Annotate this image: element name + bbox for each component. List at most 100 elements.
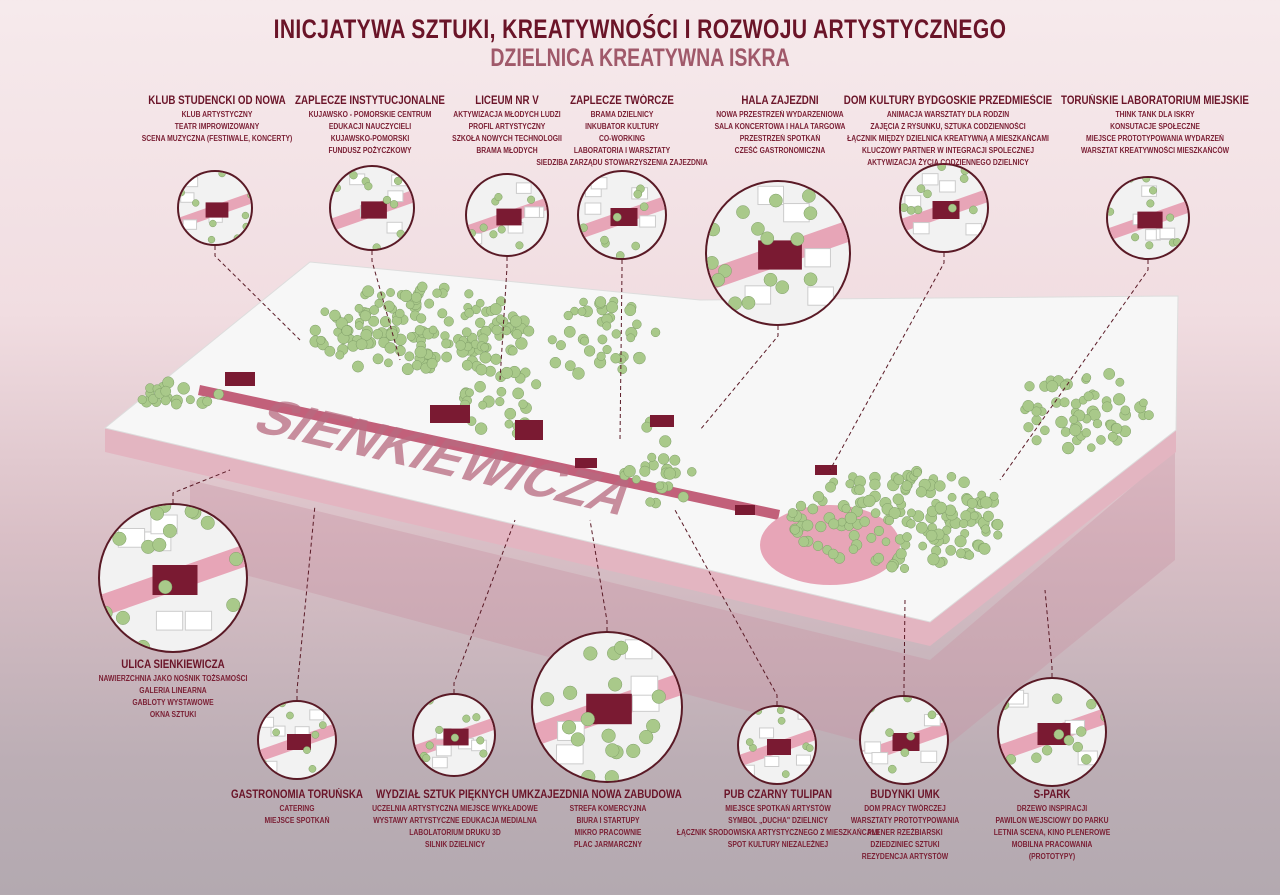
place-title: LICEUM NR V <box>475 95 539 107</box>
tree <box>564 360 576 372</box>
tree <box>320 307 330 317</box>
tree <box>812 540 824 551</box>
place-function: DRZEWO INSPIRACJI <box>1016 804 1088 813</box>
place-function: PRZESTRZEŃ SPOTKAŃ <box>739 134 821 143</box>
tree <box>324 345 336 357</box>
highlighted-building <box>650 415 674 427</box>
tree <box>395 345 406 356</box>
tree <box>563 325 576 338</box>
place-function: SIEDZIBA ZARZĄDU STOWARZYSZENIA ZAJEZDNI… <box>536 158 708 167</box>
tree <box>583 345 596 357</box>
tree <box>901 480 913 491</box>
tree <box>888 507 901 520</box>
tree <box>523 325 535 337</box>
tree <box>515 337 528 350</box>
tree <box>405 300 415 310</box>
tree <box>443 316 454 327</box>
tree <box>465 388 474 398</box>
tree <box>437 308 448 319</box>
place-title: HALA ZAJEZDNI <box>741 95 819 107</box>
tree <box>978 542 991 555</box>
connector-line <box>619 260 623 441</box>
place-function: LABORATORIA I WARSZTATY <box>573 146 671 155</box>
tree <box>549 356 562 369</box>
tree <box>401 363 414 376</box>
tree-clusters <box>137 281 1154 574</box>
place-function: CATERING <box>279 804 315 813</box>
place-function: SPOT KULTURY NIEZALEŻNEJ <box>727 840 829 849</box>
tree <box>355 338 368 351</box>
place-function: FUNDUSZ POŻYCZKOWY <box>328 146 412 155</box>
tree <box>441 351 452 363</box>
tree <box>480 343 489 352</box>
tree <box>1120 405 1131 416</box>
tree <box>895 548 907 560</box>
tree <box>969 511 979 521</box>
tree <box>677 491 689 503</box>
tree <box>881 537 891 547</box>
tree <box>645 497 655 507</box>
tree <box>902 532 912 542</box>
tree <box>624 304 637 317</box>
tree <box>946 471 957 482</box>
tree <box>511 329 523 340</box>
tree <box>202 396 213 407</box>
tree <box>866 532 877 543</box>
tree <box>171 398 182 410</box>
tree <box>512 387 525 400</box>
tree <box>1069 415 1078 424</box>
tree <box>1101 401 1113 413</box>
place-title: S-PARK <box>1033 789 1071 801</box>
tree <box>964 550 975 560</box>
tree <box>455 340 466 351</box>
connector-line <box>296 504 316 700</box>
place-function: OKNA SZTUKI <box>149 710 197 719</box>
tree <box>1143 410 1154 421</box>
zoom-circle-10 <box>531 631 683 783</box>
zoom-circle-7 <box>98 503 248 653</box>
tree <box>869 478 881 491</box>
tree <box>925 529 938 542</box>
tree <box>657 453 670 465</box>
place-function: SZKOŁA NOWYCH TECHNOLOGII <box>452 134 562 143</box>
tree <box>384 342 396 354</box>
tree <box>411 292 422 303</box>
place-title: ZAPLECZE INSTYTUCJONALNE <box>295 95 445 107</box>
tree <box>954 535 967 548</box>
tree <box>518 399 528 409</box>
tree <box>504 407 517 420</box>
place-function: CZEŚĆ GASTRONOMICZNA <box>734 146 826 155</box>
tree <box>915 521 928 534</box>
place-title: KLUB STUDENCKI OD NOWA <box>148 95 286 107</box>
place-function: ŁĄCZNIK MIĘDZY DZIELNICA KREATYWNĄ A MIE… <box>847 134 1049 143</box>
tree <box>137 395 147 405</box>
place-function: THINK TANK DLA ISKRY <box>1115 110 1195 119</box>
place-function: AKTYWIZACJA ŻYCIA CODZIENNEGO DZIELNICY <box>867 158 1029 167</box>
tree <box>841 504 851 514</box>
tree <box>341 325 353 336</box>
tree <box>417 281 428 292</box>
place-function: LABOLATORIUM DRUKU 3D <box>409 828 501 837</box>
place-function: AKTYWIZACJA MŁODYCH LUDZI <box>453 110 561 119</box>
tree <box>632 475 641 484</box>
tree <box>597 334 608 345</box>
connector-line <box>999 260 1149 481</box>
tree <box>441 338 452 349</box>
place-title: DOM KULTURY BYDGOSKIE PRZEDMIEŚCIE <box>843 95 1053 107</box>
zoom-circle-2 <box>465 173 549 257</box>
tree <box>563 310 573 321</box>
tree <box>884 515 895 526</box>
zoom-circle-12 <box>859 695 949 785</box>
tree <box>508 346 518 356</box>
tree <box>655 481 665 491</box>
place-function: KLUCZOWY PARTNER W INTEGRACJI SPOLECZNEJ <box>861 146 1035 155</box>
tree <box>475 363 488 376</box>
tree <box>945 545 957 556</box>
tree <box>406 332 416 341</box>
tree <box>1081 428 1091 438</box>
connector-line <box>903 599 906 695</box>
tree <box>899 563 910 574</box>
tree <box>863 494 876 508</box>
tree <box>316 335 326 345</box>
